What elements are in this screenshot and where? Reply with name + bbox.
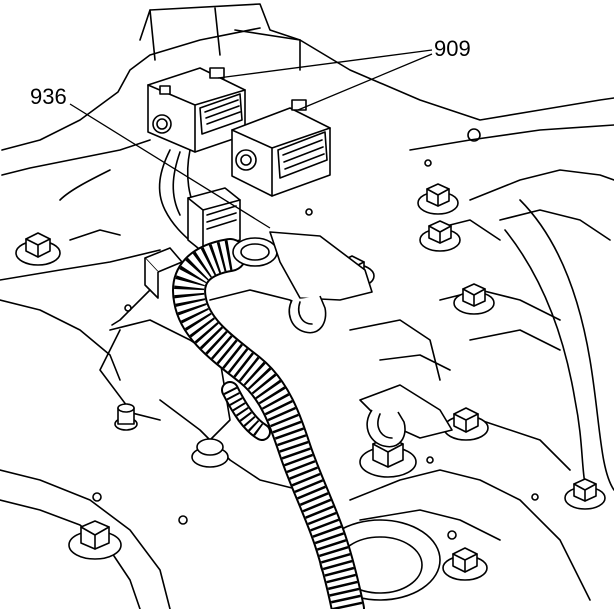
callout-leaders	[69, 49, 433, 229]
bolt	[453, 283, 495, 315]
clip-lower	[359, 384, 453, 448]
bolt	[564, 478, 606, 510]
clip-upper	[269, 231, 373, 334]
bolt	[417, 183, 459, 215]
post	[191, 438, 229, 468]
bolt	[15, 232, 61, 266]
bolt	[419, 220, 461, 252]
leader-909-upper	[217, 49, 433, 79]
post	[114, 403, 138, 431]
connector-upper	[147, 67, 246, 153]
leader-936	[69, 103, 271, 229]
bolt	[68, 520, 122, 560]
callout-936: 936	[30, 84, 67, 109]
leader-909-lower	[297, 53, 433, 111]
bolt	[443, 407, 489, 441]
harness-connector-block	[111, 187, 241, 326]
bolt	[442, 547, 488, 581]
harness-retaining-clips	[269, 231, 453, 448]
connector-lower	[231, 99, 331, 197]
callout-909: 909	[434, 36, 471, 61]
wiring-harness	[172, 237, 365, 609]
